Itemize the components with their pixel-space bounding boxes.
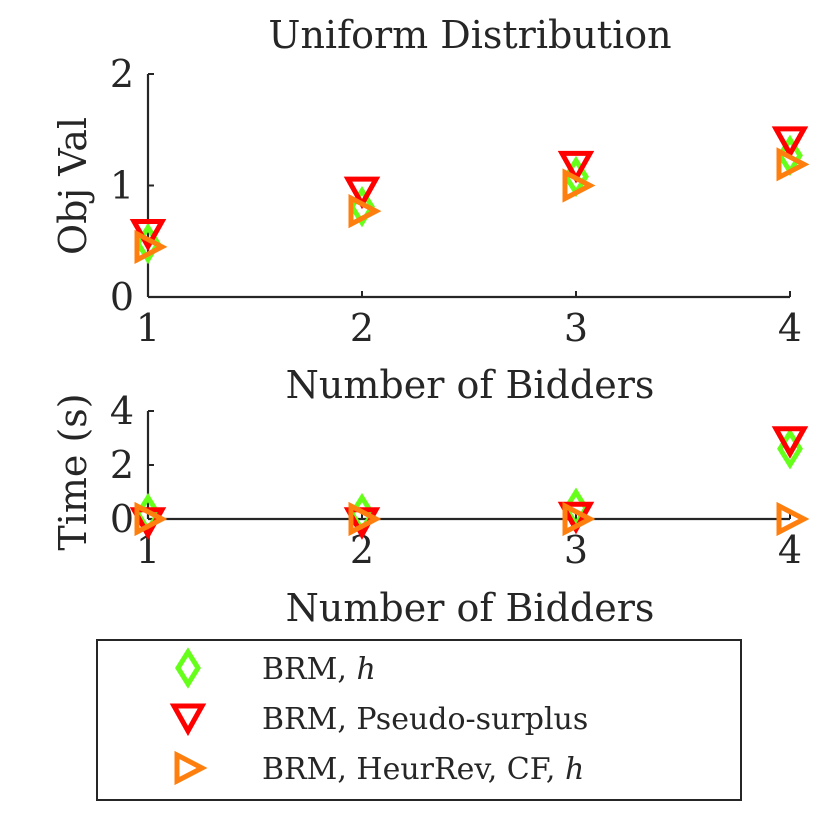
x-axis-label: Number of Bidders [286, 363, 655, 407]
legend-label-text: BRM, Pseudo-surplus [262, 702, 588, 737]
data-point-triangle-down [557, 150, 595, 184]
data-point-triangle-right [134, 501, 168, 537]
legend-label-text: BRM, HeurRev, CF, [262, 752, 565, 787]
x-tick-label: 4 [778, 528, 802, 572]
data-point-triangle-down [771, 426, 809, 459]
x-axis-label: Number of Bidders [286, 586, 655, 630]
data-markers [129, 426, 810, 540]
x-tick-label: 1 [136, 306, 160, 350]
legend-entry: BRM, Pseudo-surplus [169, 702, 588, 737]
legend-label: BRM, HeurRev, CF, h [262, 752, 584, 787]
data-point-triangle-right [348, 501, 382, 537]
x-tick-label: 3 [564, 306, 588, 350]
data-point-triangle-right [776, 501, 810, 537]
x-tick-label: 3 [564, 528, 588, 572]
legend-label-italic: h [356, 652, 375, 687]
data-point-triangle-right [776, 147, 810, 182]
data-point-triangle-right [562, 501, 596, 537]
x-tick-label: 2 [350, 306, 374, 350]
y-tick-label: 0 [110, 497, 134, 541]
data-point-triangle-right [348, 194, 382, 229]
y-tick-label: 0 [110, 275, 134, 319]
legend-label-text: BRM, [262, 652, 356, 687]
legend-marker-triangle-down [169, 703, 207, 737]
legend-entry: BRM, HeurRev, CF, h [174, 750, 584, 787]
legend-label: BRM, Pseudo-surplus [262, 702, 588, 737]
data-point-triangle-right [562, 168, 596, 203]
y-tick-label: 1 [110, 164, 134, 208]
tick-marks [147, 73, 791, 298]
y-axis-label: Time (s) [51, 393, 95, 550]
y-tick-label: 4 [110, 389, 134, 433]
y-tick-label: 2 [110, 52, 134, 96]
y-tick-label: 2 [110, 443, 134, 487]
data-point-triangle-down [343, 176, 381, 210]
legend-box [96, 639, 742, 801]
chart-title: Uniform Distribution [268, 13, 671, 57]
data-point-triangle-down [771, 126, 809, 160]
tick-marks [147, 410, 791, 520]
data-markers [129, 126, 810, 265]
legend-label: BRM, h [262, 652, 376, 687]
y-axis-label: Obj Val [51, 117, 95, 255]
legend-label-italic: h [565, 752, 584, 787]
legend-marker-diamond [175, 647, 201, 689]
data-point-triangle-right [134, 229, 168, 264]
legend-entry: BRM, h [175, 647, 376, 689]
x-tick-label: 4 [778, 306, 802, 350]
legend-marker-triangle-right [174, 750, 208, 786]
